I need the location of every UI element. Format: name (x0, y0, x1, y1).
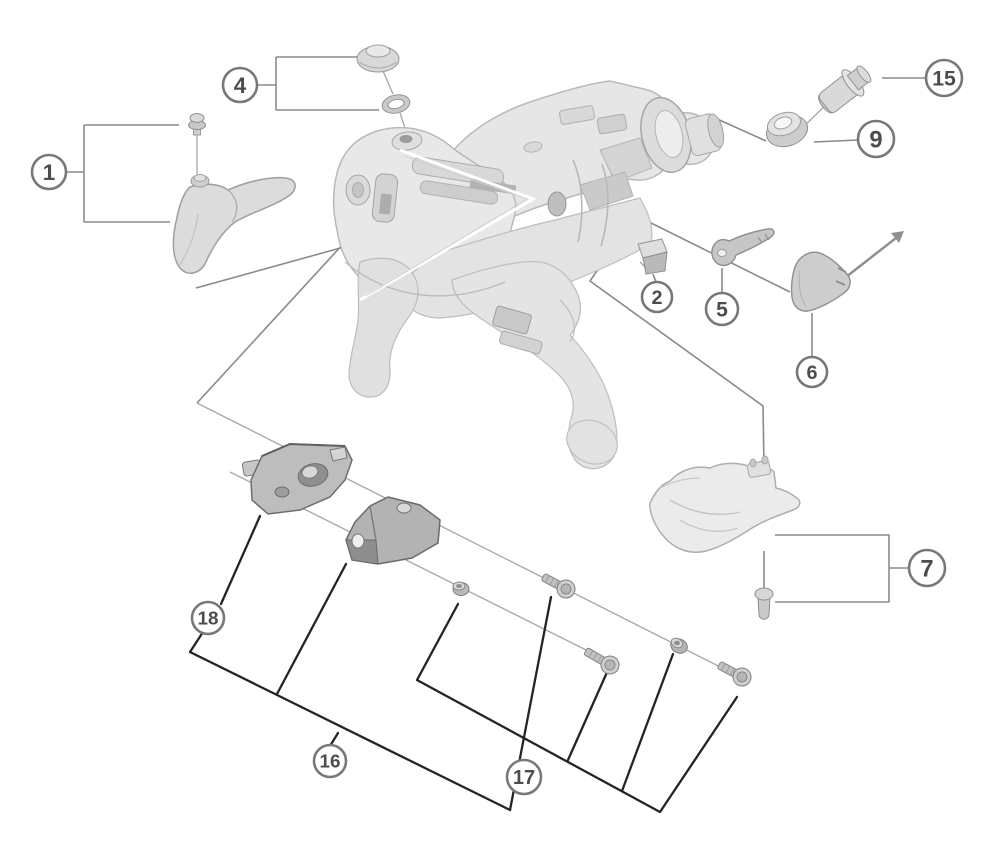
stub-nut2 (620, 652, 675, 793)
line-bracketB-to-base (275, 562, 348, 696)
mechanism-bar-2 (419, 180, 499, 205)
bracket-item1 (66, 124, 179, 223)
fastener-nut-2 (670, 637, 688, 654)
callout-1: 1 (30, 153, 68, 191)
callout-15: 15 (924, 58, 964, 98)
leader-callout2 (652, 273, 657, 283)
callout-label-5: 5 (716, 298, 728, 321)
shift-button-1 (492, 305, 532, 335)
part-6-name-plate (790, 231, 904, 312)
dark-bracket-lines (188, 514, 739, 814)
callout-18: 18 (190, 600, 226, 636)
callout-circle-6 (795, 355, 829, 389)
callout-label-7: 7 (920, 555, 933, 582)
part-7-screw (754, 587, 774, 620)
baseline-16 (188, 630, 512, 812)
part-2-cover-clip (637, 238, 668, 275)
part-9-grommet (765, 111, 809, 148)
part-7-bottom-cover (649, 455, 801, 553)
part-4-cap (356, 44, 400, 73)
head-pivot-hole (352, 182, 364, 198)
part-18-bracket-a (241, 442, 353, 515)
direction-arrow-line (845, 237, 897, 278)
callout-circle-1 (30, 153, 68, 191)
callout-6: 6 (795, 355, 829, 389)
stub-boltB (566, 668, 610, 762)
callout-7: 7 (907, 548, 947, 588)
callout-circle-17 (505, 758, 543, 796)
callout-label-16: 16 (320, 751, 341, 772)
callout-label-9: 9 (869, 126, 882, 153)
fastener-bolt-c (717, 661, 752, 687)
leader-callout9 (813, 139, 859, 143)
clamp-band-lines (572, 159, 609, 247)
barrel-port (523, 141, 543, 153)
part-1-shift-lever (172, 174, 296, 274)
callout-label-17: 17 (513, 767, 535, 789)
callout-label-2: 2 (651, 287, 662, 309)
barrel-facet-1 (599, 137, 653, 183)
hood-bottom-arc (344, 261, 506, 297)
callout-circle-9 (856, 119, 896, 159)
callout-circle-5 (704, 291, 740, 327)
callout-4: 4 (221, 66, 259, 104)
callout-circle-4 (221, 66, 259, 104)
part-4-o-ring (381, 94, 411, 114)
top-boss-hole (399, 135, 413, 143)
clamp-bolt-hole (547, 191, 567, 217)
part-1-screw (188, 113, 206, 136)
callout-label-15: 15 (932, 66, 956, 90)
callout-label-6: 6 (806, 362, 817, 384)
callout-9: 9 (856, 119, 896, 159)
callout-label-4: 4 (234, 73, 247, 98)
callout-16: 16 (312, 743, 348, 779)
part-15-plug-bolt (817, 65, 872, 114)
clamp-cylinder-stub (684, 113, 725, 156)
magnifier-chevron (359, 148, 537, 302)
callout-17: 17 (505, 758, 543, 796)
callout-2: 2 (640, 280, 674, 314)
magnifier-chevron-inner (365, 155, 529, 297)
line-bracketA-to-18 (219, 514, 262, 606)
lever-assembly-body (332, 80, 725, 470)
shift-button-2 (499, 330, 543, 355)
blade-crease (559, 299, 576, 343)
callout-circle-18 (190, 600, 226, 636)
leader-lever-to-body (195, 246, 345, 289)
callout-circle-2 (640, 280, 674, 314)
barrel-tab-2 (596, 113, 628, 135)
body-shift-paddle (348, 257, 419, 398)
barrel-facet-2 (579, 171, 634, 211)
callout-label-1: 1 (43, 160, 55, 185)
axis-line-main (196, 402, 749, 682)
callout-layer: 1 2 4 5 6 7 9 15 16 17 18 (30, 58, 964, 796)
clamp-cylinder-bore (654, 110, 684, 158)
part-18-bracket-b (345, 496, 441, 565)
bracket-17-fasteners (415, 602, 739, 814)
head-slot-notch (378, 193, 393, 215)
part-5-clamp-lever (711, 228, 775, 267)
callout-circle-7 (907, 548, 947, 588)
callout-circle-16 (312, 743, 348, 779)
bracket-item4 (257, 56, 379, 111)
callout-circle-15 (924, 58, 964, 98)
leader-body-to-subassembly (196, 242, 345, 404)
fastener-bolt-a (541, 573, 576, 599)
direction-arrow-icon (891, 231, 904, 243)
blade-foot (566, 419, 618, 465)
fastener-nut-1 (452, 581, 470, 596)
bracket-item7 (775, 534, 908, 603)
callout-label-18: 18 (198, 608, 219, 629)
barrel-tab-1 (559, 105, 595, 125)
fastener-bolt-b (583, 647, 620, 675)
callout-5: 5 (704, 291, 740, 327)
